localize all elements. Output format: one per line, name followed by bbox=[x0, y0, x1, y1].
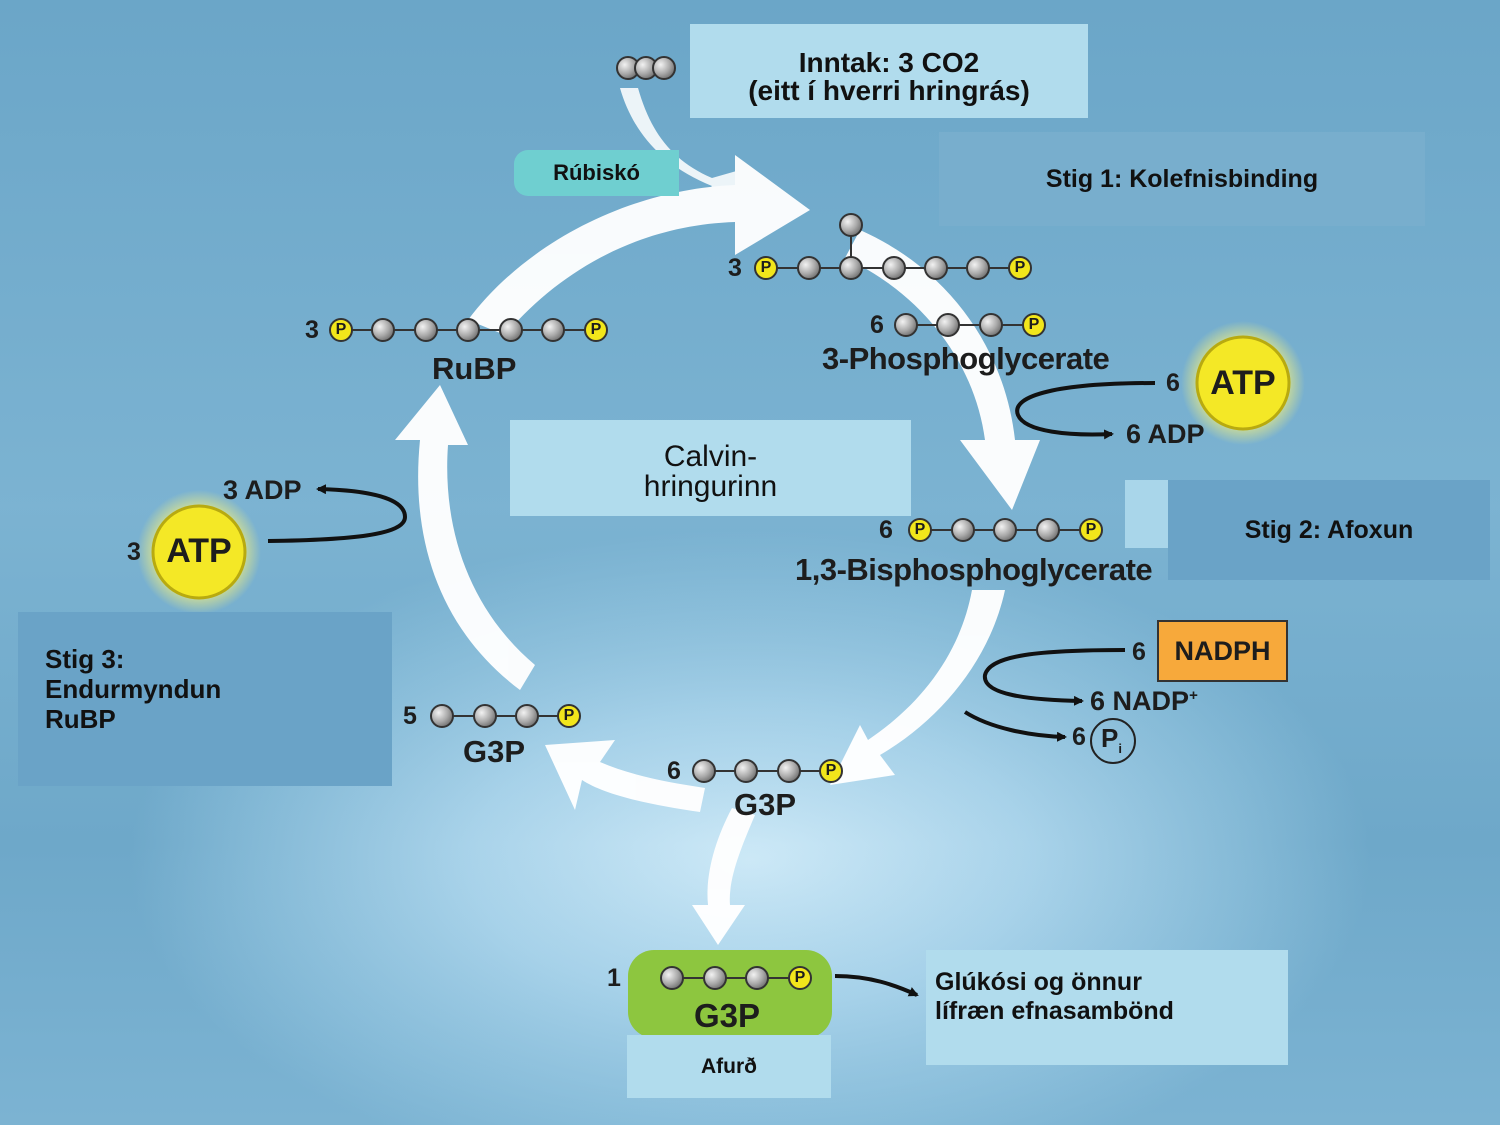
co2-molecules bbox=[616, 56, 676, 80]
stage2-panel-tab bbox=[1125, 480, 1170, 548]
phosphate-label: P bbox=[760, 259, 772, 276]
product-label-panel: Afurð bbox=[627, 1035, 831, 1098]
stage3-line3: RuBP bbox=[45, 704, 116, 734]
nadp-label: NADP bbox=[1112, 686, 1190, 716]
g3p-count: 6 bbox=[667, 757, 681, 785]
pga-count: 6 bbox=[870, 311, 884, 339]
g3p-recycle-name: G3P bbox=[463, 734, 526, 769]
stage1-title: Stig 1: Kolefnisbinding bbox=[1045, 165, 1319, 193]
atp3-label: ATP bbox=[166, 532, 232, 570]
stage2-panel: Stig 2: Afoxun bbox=[1168, 480, 1490, 580]
product-molecule bbox=[660, 966, 812, 990]
enzyme-label: Rúbiskó bbox=[514, 150, 679, 196]
pi-label: Pi bbox=[1101, 723, 1122, 756]
input-line1: Inntak: 3 CO2 bbox=[798, 47, 980, 78]
energy-arrows bbox=[267, 381, 1156, 997]
stage1-panel: Stig 1: Kolefnisbinding bbox=[939, 132, 1425, 226]
cycle-arrows bbox=[395, 88, 1040, 945]
center-panel: Calvin- hringurinn bbox=[510, 420, 911, 516]
output-panel: Glúkósi og önnur lífræn efnasambönd bbox=[926, 950, 1288, 1065]
rubp-molecule bbox=[329, 318, 608, 342]
product-count: 1 bbox=[607, 964, 621, 992]
phosphate-label: P bbox=[1085, 521, 1097, 538]
phosphate-label: P bbox=[1014, 259, 1026, 276]
pi-count: 6 bbox=[1072, 723, 1086, 751]
phosphate-label: P bbox=[794, 969, 806, 986]
cycle-arrow-recycle-to-rubp bbox=[395, 385, 535, 690]
atp1-label: ATP bbox=[1210, 364, 1276, 402]
nadph-box bbox=[1157, 620, 1288, 682]
stage3-panel: Stig 3: Endurmyndun RuBP bbox=[18, 612, 392, 786]
phosphate-label: P bbox=[563, 707, 575, 724]
rubp-name: RuBP bbox=[432, 351, 517, 386]
stage3-line2: Endurmyndun bbox=[45, 674, 222, 704]
g3p-molecule bbox=[692, 759, 843, 783]
atp3-circle bbox=[151, 504, 247, 600]
atp1-circle bbox=[1195, 335, 1291, 431]
stage3-line1: Stig 3: bbox=[45, 644, 125, 674]
nadph-count: 6 bbox=[1132, 638, 1146, 666]
nadph-label: NADPH bbox=[1174, 636, 1271, 666]
atp1-count: 6 bbox=[1166, 369, 1180, 397]
cycle-arrow-output bbox=[692, 808, 755, 945]
pga-name: 3-Phosphoglycerate bbox=[822, 341, 1110, 376]
phosphate-label: P bbox=[590, 321, 602, 338]
phosphate-label: P bbox=[914, 521, 926, 538]
pi-letter: P bbox=[1101, 723, 1119, 753]
center-line2: hringurinn bbox=[643, 470, 778, 503]
pi-circle bbox=[1090, 718, 1136, 764]
bpg-count: 6 bbox=[879, 516, 893, 544]
intermediate-count: 3 bbox=[728, 254, 742, 282]
bpg-name: 1,3-Bisphosphoglycerate bbox=[795, 552, 1153, 587]
phosphate-label: P bbox=[1028, 316, 1040, 333]
enzyme-text: Rúbiskó bbox=[553, 160, 640, 185]
input-line2: (eitt í hverri hringrás) bbox=[748, 75, 1030, 106]
pi-subscript: i bbox=[1118, 741, 1122, 757]
adp1-label: 6 ADP bbox=[1126, 419, 1205, 449]
g3p-recycle-count: 5 bbox=[403, 702, 417, 730]
cycle-arrow-bpg-to-g3p bbox=[830, 590, 1005, 785]
nadp-count: 6 bbox=[1090, 686, 1106, 716]
nadp-superscript: + bbox=[1189, 687, 1198, 704]
product-label: Afurð bbox=[701, 1055, 757, 1078]
stage2-title: Stig 2: Afoxun bbox=[1244, 516, 1414, 544]
bpg-molecule bbox=[908, 518, 1103, 542]
rubp-count: 3 bbox=[305, 316, 319, 344]
center-line1: Calvin- bbox=[663, 440, 758, 473]
intermediate-molecule bbox=[754, 213, 1032, 280]
output-line1: Glúkósi og önnur bbox=[935, 968, 1142, 996]
atp3-count: 3 bbox=[127, 538, 141, 566]
phosphate-label: P bbox=[825, 762, 837, 779]
cycle-arrow-input bbox=[620, 88, 742, 215]
g3p-recycle-molecule bbox=[430, 704, 581, 728]
g3p-name: G3P bbox=[734, 787, 797, 822]
cycle-arrow-g3p-to-recycle bbox=[545, 740, 705, 812]
phosphate-label: P bbox=[335, 321, 347, 338]
nadp-group: 6 NADP+ bbox=[1090, 686, 1198, 717]
pga-molecule bbox=[894, 313, 1046, 337]
output-line2: lífræn efnasambönd bbox=[935, 997, 1174, 1025]
cycle-arrow-pga-to-bpg bbox=[845, 230, 1040, 510]
adp3-label: 3 ADP bbox=[223, 475, 302, 505]
cycle-arrow-rubp-to-pga bbox=[468, 155, 810, 335]
product-name: G3P bbox=[694, 997, 761, 1034]
input-panel: Inntak: 3 CO2 (eitt í hverri hringrás) bbox=[690, 24, 1088, 118]
